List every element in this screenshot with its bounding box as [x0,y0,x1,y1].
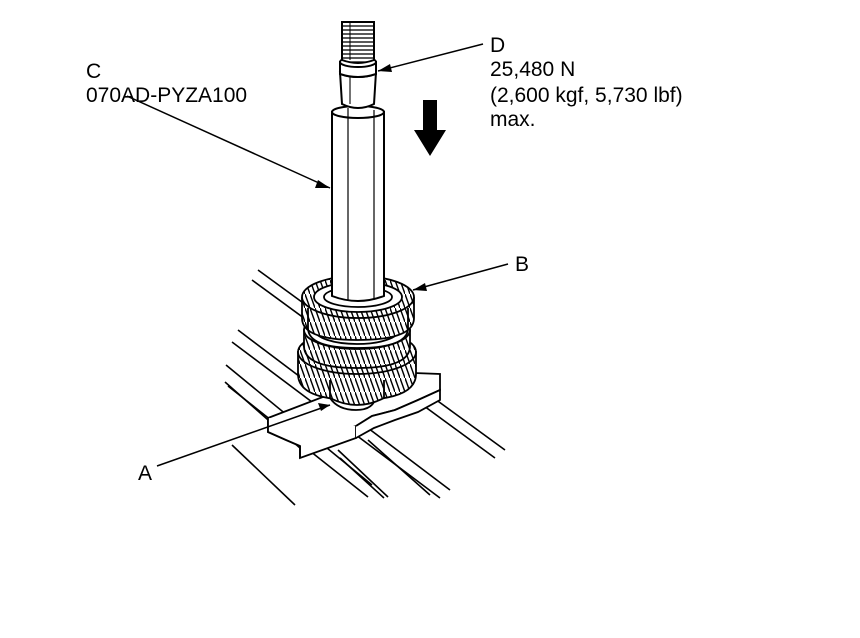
label-d-letter: D [490,34,506,57]
label-d-force-alt: (2,600 kgf, 5,730 lbf) [490,84,683,107]
leader-arrowheads [315,64,427,411]
label-a: A [138,462,153,485]
label-d-force: 25,480 N [490,58,576,81]
leader-d [377,43,484,72]
label-c-part-number: 070AD-PYZA100 [86,84,248,107]
down-arrow-icon [414,100,446,156]
label-d-limit: max. [490,108,536,131]
leader-a [156,404,331,467]
leader-lines [126,43,509,467]
label-b: B [515,253,530,276]
driver-attachment [331,21,385,302]
lower-gear-stack [297,310,417,406]
label-c-letter: C [86,60,102,83]
leader-c [126,95,331,189]
leader-b [412,263,509,291]
